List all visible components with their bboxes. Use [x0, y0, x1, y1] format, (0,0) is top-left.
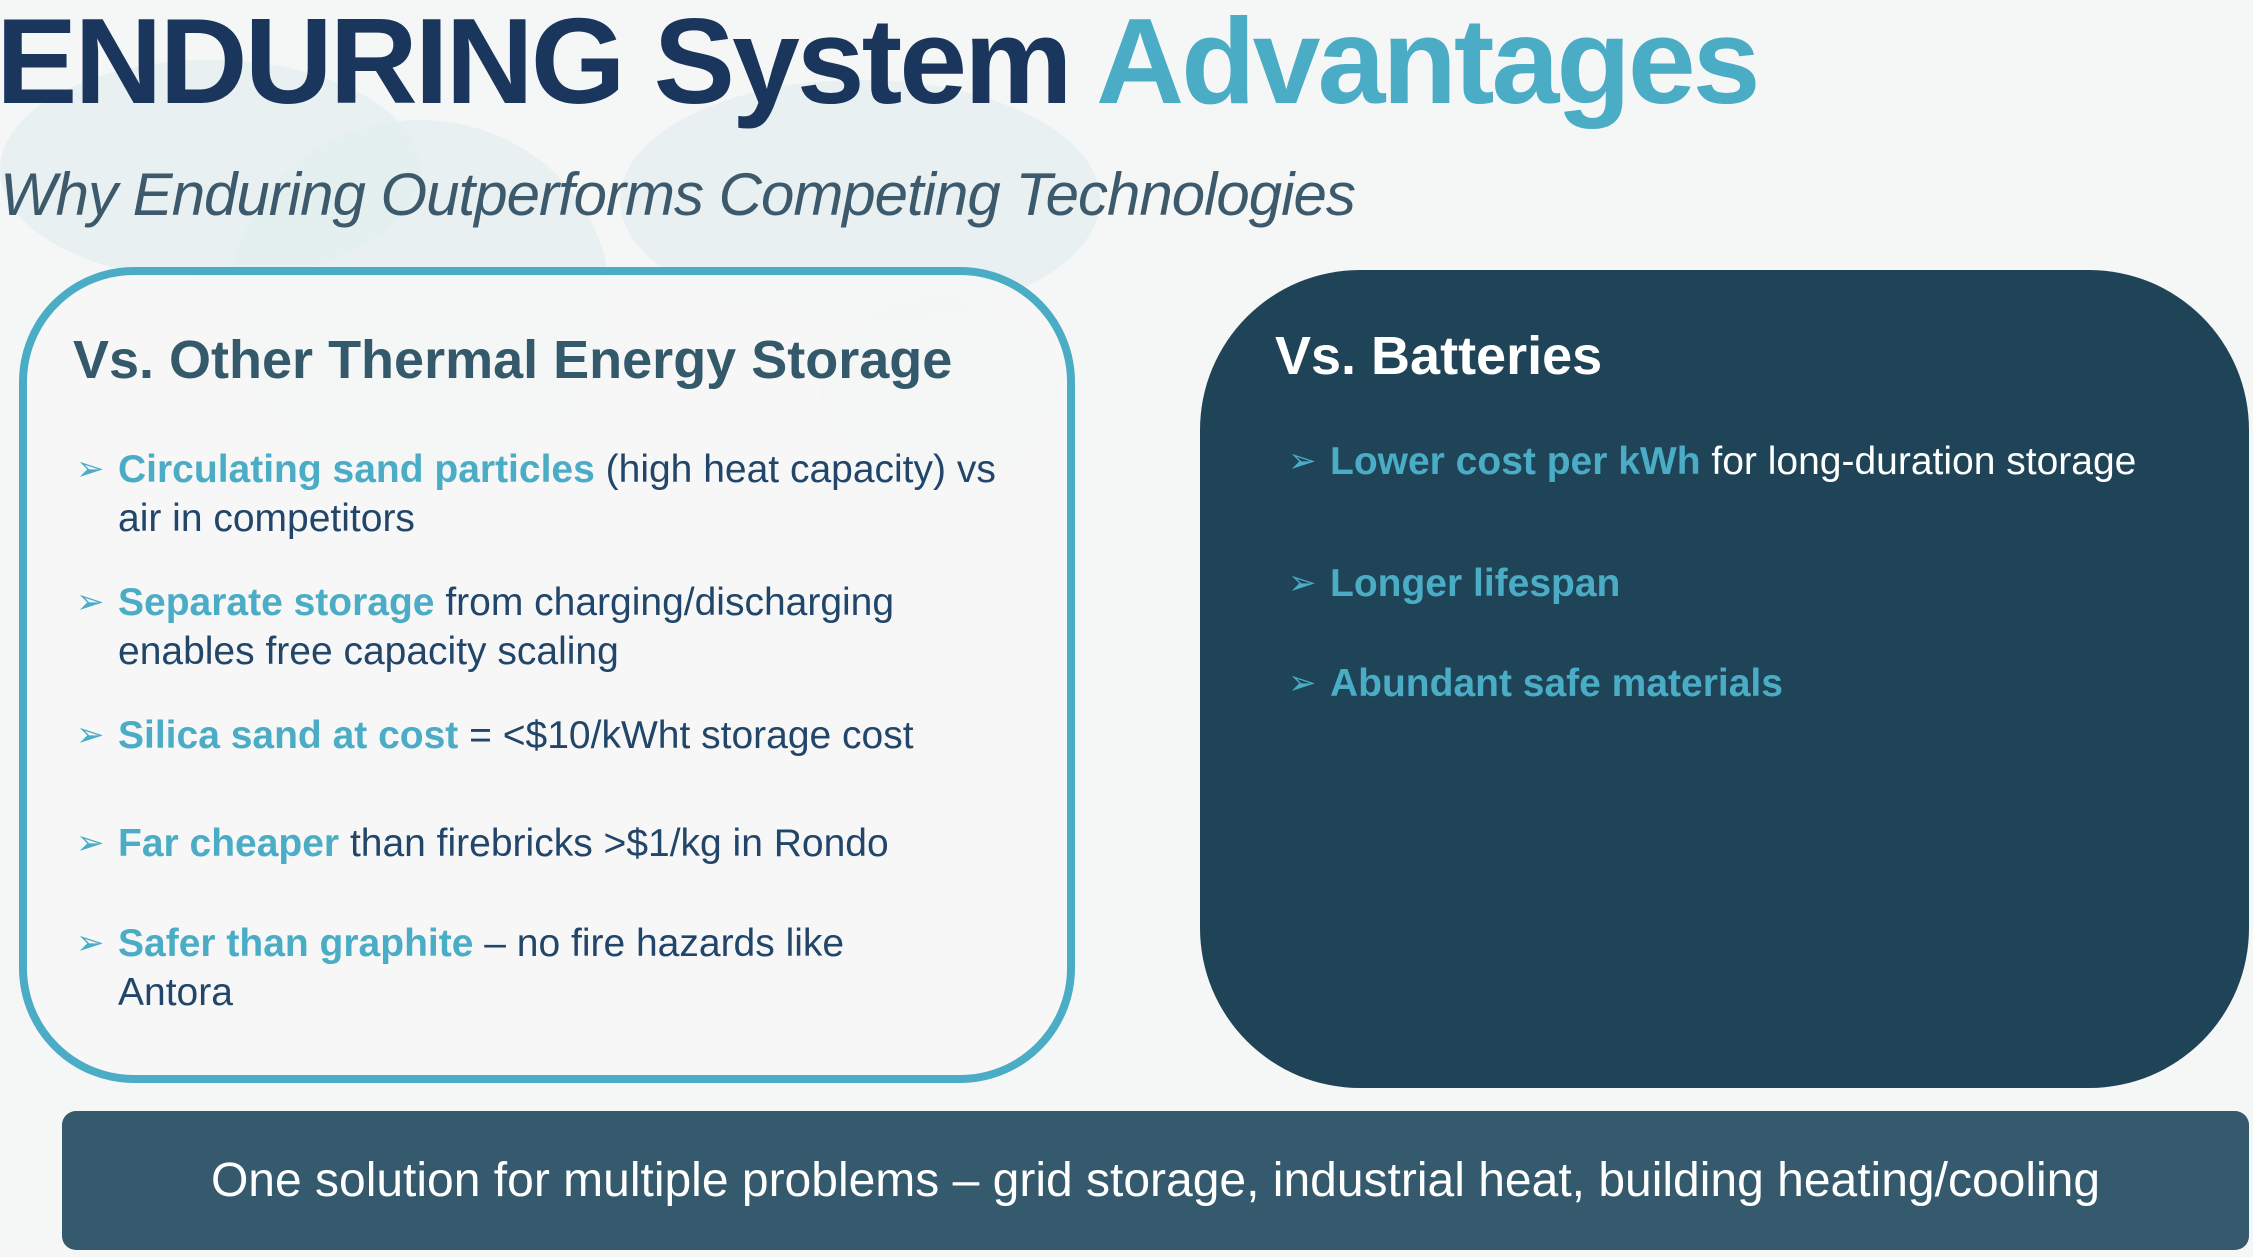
list-item: ➢ Circulating sand particles (high heat c… — [76, 445, 1026, 543]
title-accent: Advantages — [1095, 0, 1761, 129]
bullet-highlight: Silica sand at cost — [118, 714, 459, 757]
summary-banner: One solution for multiple problems – gri… — [62, 1111, 2249, 1250]
arrow-bullet-icon: ➢ — [76, 450, 105, 488]
bullet-text: = <$10/kWht storage cost — [458, 714, 914, 757]
bullet-highlight: Abundant safe materials — [1330, 662, 1783, 705]
bullet-highlight: Far cheaper — [118, 822, 340, 865]
panel-heading: Vs. Batteries — [1275, 326, 1603, 386]
list-item: ➢ Longer lifespan — [1288, 559, 2238, 608]
bullet-text: (high heat capacity) vs air in competito… — [118, 448, 996, 540]
arrow-bullet-icon: ➢ — [1288, 442, 1317, 480]
list-item: ➢ Abundant safe materials — [1288, 659, 2238, 708]
arrow-bullet-icon: ➢ — [76, 924, 105, 962]
panel-heading: Vs. Other Thermal Energy Storage — [73, 330, 953, 390]
arrow-bullet-icon: ➢ — [76, 824, 105, 862]
bullet-highlight: Separate storage — [118, 581, 435, 624]
page-title: ENDURING System Advantages — [0, 0, 1761, 129]
list-item: ➢ Safer than graphite – no fire hazards l… — [76, 919, 956, 1017]
list-item: ➢ Far cheaper than firebricks >$1/kg in R… — [76, 819, 1026, 868]
page-subtitle: Why Enduring Outperforms Competing Techn… — [0, 161, 1356, 228]
list-item: ➢ Lower cost per kWh for long-duration st… — [1288, 437, 2238, 486]
title-main: ENDURING System — [0, 0, 1096, 129]
bullet-highlight: Longer lifespan — [1330, 562, 1621, 605]
arrow-bullet-icon: ➢ — [76, 583, 105, 621]
batteries-panel: Vs. Batteries ➢ Lower cost per kWh for lo… — [1200, 270, 2249, 1088]
thermal-storage-panel: Vs. Other Thermal Energy Storage ➢ Circul… — [19, 267, 1075, 1083]
banner-text: One solution for multiple problems – gri… — [210, 1154, 2101, 1207]
bullet-text: for long-duration storage — [1700, 440, 2137, 483]
bullet-highlight: Circulating sand particles — [118, 448, 595, 491]
arrow-bullet-icon: ➢ — [1288, 664, 1317, 702]
bullet-text: than firebricks >$1/kg in Rondo — [339, 822, 889, 865]
bullet-text: from charging/discharging enables free c… — [118, 581, 895, 673]
bullet-highlight: Safer than graphite — [118, 922, 474, 965]
list-item: ➢ Separate storage from charging/discharg… — [76, 578, 1026, 676]
arrow-bullet-icon: ➢ — [76, 716, 105, 754]
arrow-bullet-icon: ➢ — [1288, 564, 1317, 602]
bullet-highlight: Lower cost per kWh — [1330, 440, 1701, 483]
bullet-text: – no fire hazards like Antora — [118, 922, 845, 1014]
list-item: ➢ Silica sand at cost = <$10/kWht storage… — [76, 711, 1026, 760]
